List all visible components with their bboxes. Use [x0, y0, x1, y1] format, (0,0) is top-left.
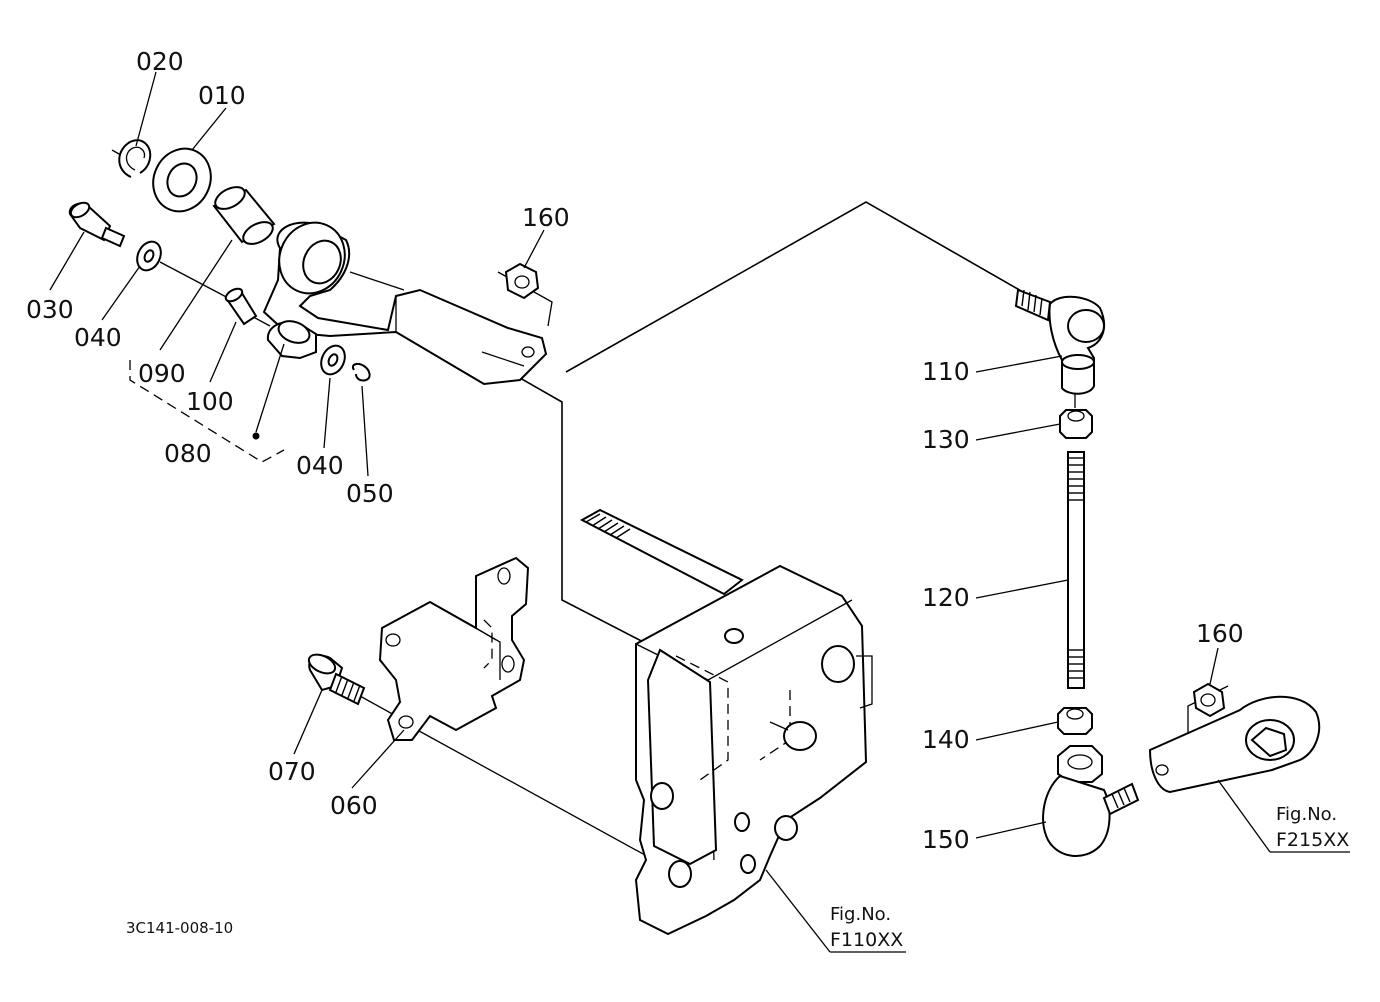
callout-160-lower: 160: [1196, 619, 1244, 648]
dot-marker: [252, 432, 260, 440]
callout-120: 120: [922, 583, 970, 612]
figure-references: Fig.No. F110XX Fig.No. F215XX: [830, 804, 1349, 951]
callout-040-lower: 040: [296, 451, 344, 480]
callout-040-upper: 040: [74, 323, 122, 352]
washer-040-lower: [320, 344, 346, 376]
callout-140: 140: [922, 725, 970, 754]
washer-010: [152, 147, 212, 213]
callout-050: 050: [346, 479, 394, 508]
bolt-070: [307, 653, 366, 706]
snap-ring-020: [118, 139, 152, 178]
pin-030: [68, 201, 126, 248]
nut-160-lower: [1192, 682, 1226, 718]
callout-110: 110: [922, 357, 970, 386]
washer-040-upper: [136, 240, 162, 272]
governor-lever-f215: [1148, 695, 1350, 853]
callout-020: 020: [136, 47, 184, 76]
fig-label-f110: Fig.No.: [830, 904, 891, 925]
bushing-090: [212, 186, 276, 245]
callout-010: 010: [198, 81, 246, 110]
callout-numbers: 020 010 030 040 090 100 080 040 050 160 …: [26, 47, 1244, 854]
nut-160-upper: [504, 262, 540, 300]
callout-090: 090: [138, 359, 186, 388]
drawing-id: 3C141-008-10: [126, 919, 233, 937]
pump-body: [579, 508, 906, 953]
lever-arm: [262, 221, 548, 386]
nut-130: [1059, 409, 1093, 439]
clip-050: [352, 362, 371, 382]
bracket-060: [378, 556, 530, 741]
callout-130: 130: [922, 425, 970, 454]
callout-080: 080: [164, 439, 212, 468]
rod-120: [1067, 451, 1085, 689]
bushing-100: [224, 287, 258, 326]
callout-060: 060: [330, 791, 378, 820]
callout-030: 030: [26, 295, 74, 324]
callout-070: 070: [268, 757, 316, 786]
callout-160-upper: 160: [522, 203, 570, 232]
callout-150: 150: [922, 825, 970, 854]
fig-ref-f110[interactable]: F110XX: [830, 929, 903, 951]
callout-leaders: [49, 71, 1219, 839]
ball-joint-150: [1042, 745, 1140, 858]
ball-joint-110: [1014, 288, 1106, 395]
assembly-lines: [111, 149, 1229, 867]
callout-100: 100: [186, 387, 234, 416]
fig-ref-f215[interactable]: F215XX: [1276, 829, 1349, 851]
nut-140: [1057, 707, 1093, 735]
fig-label-f215: Fig.No.: [1276, 804, 1337, 825]
